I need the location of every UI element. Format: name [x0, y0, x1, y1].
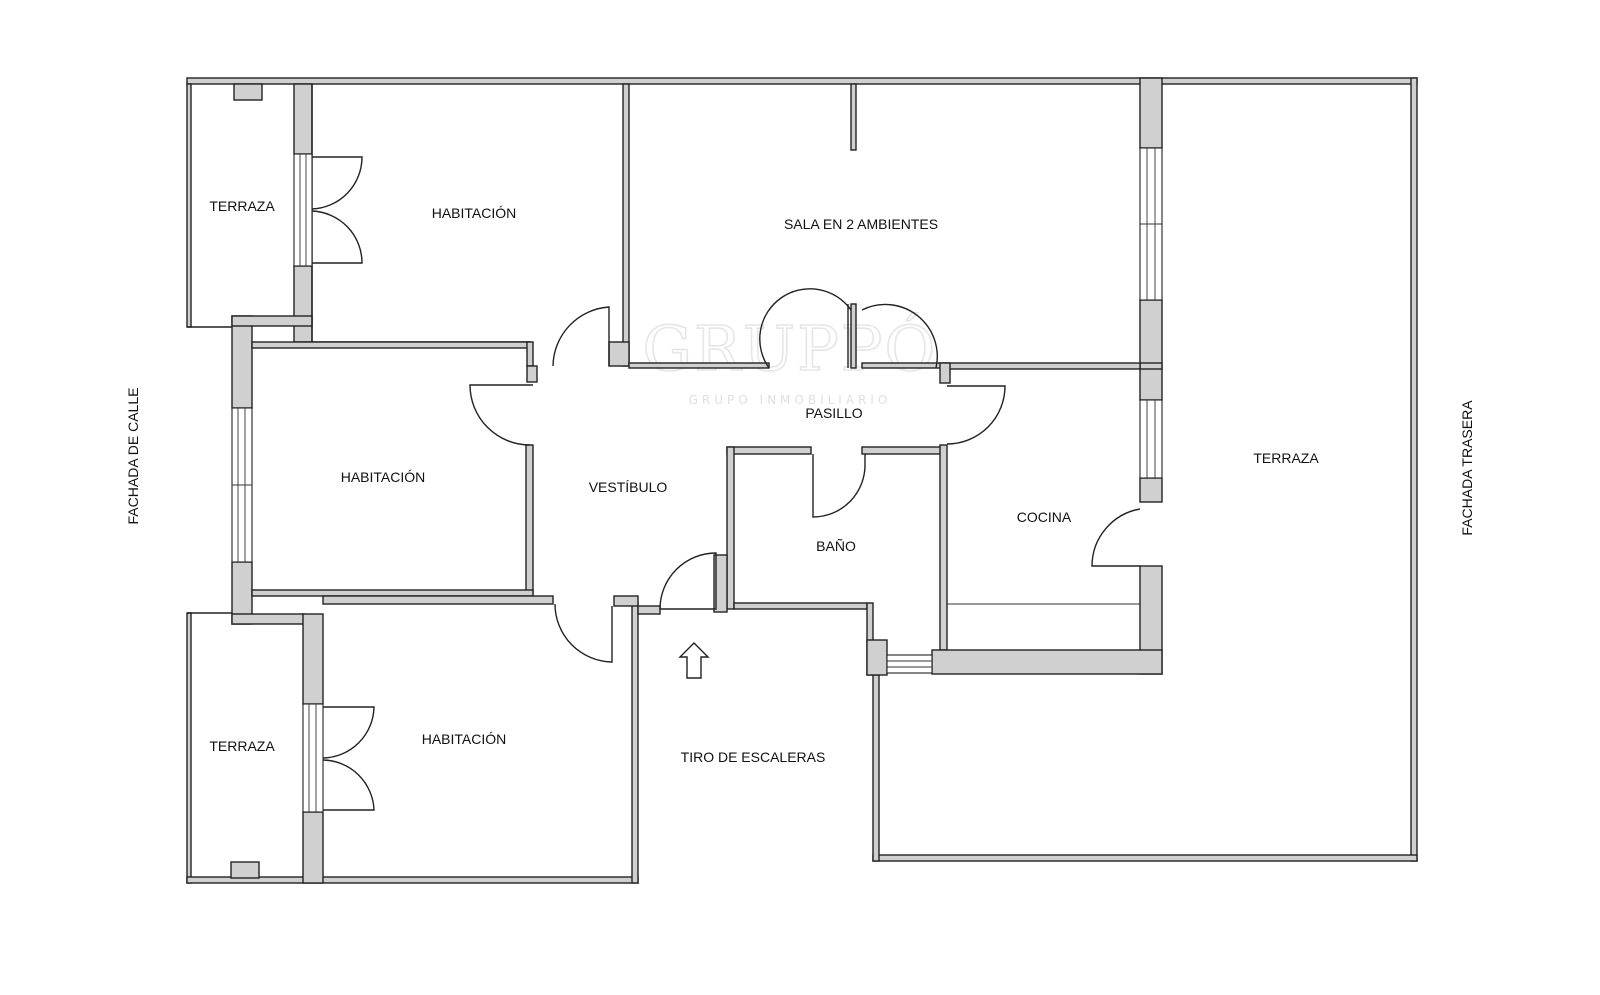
- door-sala-b: [861, 303, 938, 369]
- wall-mid-top-corner: [231, 315, 313, 327]
- wall-bedroom2-right: [525, 444, 534, 594]
- wall-entry-jamb: [713, 554, 728, 613]
- wall-sala-bottom-b: [861, 362, 947, 369]
- wall-entry-left: [637, 605, 661, 615]
- wall-bedroom3-right: [631, 602, 639, 884]
- label-vestibulo: VESTÍBULO: [589, 479, 668, 495]
- door-bedroom1: [552, 306, 610, 367]
- wall-sala-stub: [850, 83, 857, 151]
- door-sala-a: [759, 288, 852, 369]
- wall-mid-bottom-corner: [231, 613, 305, 625]
- door-bano: [812, 454, 866, 518]
- entrance-arrow-icon: [678, 642, 710, 679]
- wall-sala-bottom-a: [628, 362, 770, 369]
- label-tiro-escaleras: TIRO DE ESCALERAS: [681, 749, 826, 765]
- door-terrace-bottom-b: [322, 759, 375, 811]
- door-terrace-top-a: [311, 156, 363, 210]
- wall-door-jamb-b: [608, 341, 630, 367]
- label-pasillo: PASILLO: [805, 405, 862, 421]
- pillar-top: [233, 83, 263, 101]
- door-terrace-bottom-a: [322, 706, 375, 759]
- window-terrace-bottom: [302, 703, 324, 813]
- windows: [231, 147, 1163, 813]
- label-habitacion-mid: HABITACIÓN: [341, 469, 426, 485]
- wall-t1a: [293, 83, 313, 155]
- label-fachada-trasera: FACHADA TRASERA: [1459, 400, 1475, 536]
- wall-bano-top-b: [861, 446, 947, 455]
- wall-bano-left: [726, 446, 735, 610]
- watermark-tagline: GRUPO INMOBILIARIO: [689, 393, 892, 407]
- wall-bedroom1-bottom: [251, 341, 531, 349]
- interior-walls: [231, 77, 1163, 884]
- label-terraza-bottom-left: TERRAZA: [209, 738, 275, 754]
- label-cocina: COCINA: [1017, 509, 1072, 525]
- wall-right: [1410, 77, 1418, 862]
- label-fachada-calle: FACHADA DE CALLE: [125, 388, 141, 525]
- wall-bottom-right: [872, 854, 1418, 862]
- pillar-bottom: [230, 861, 260, 879]
- room-labels: TERRAZA HABITACIÓN SALA EN 2 AMBIENTES H…: [209, 198, 1319, 765]
- wall-t1b: [293, 265, 313, 343]
- window-kitchen: [1139, 399, 1163, 479]
- wall-terraza-left: [872, 674, 880, 862]
- wall-kitchen-top-jamb: [939, 362, 951, 384]
- wall-sala-kitchen-join: [1139, 362, 1163, 370]
- door-entrance: [659, 552, 717, 610]
- wall-sala-right-b: [1139, 299, 1163, 401]
- label-terraza-right: TERRAZA: [1253, 450, 1319, 466]
- wall-bano-right: [939, 444, 948, 651]
- window-bano: [886, 654, 933, 674]
- wall-left-top-terrace: [186, 83, 192, 328]
- window-terrace-top: [293, 153, 313, 267]
- wall-bano-corner: [866, 639, 888, 676]
- watermark: GRUPPÓ GRUPO INMOBILIARIO: [642, 311, 938, 407]
- wall-bedroom3-top: [322, 595, 554, 605]
- label-bano: BAÑO: [816, 538, 856, 554]
- wall-bedroom2-bottom: [251, 589, 534, 597]
- door-kitchen: [946, 385, 1006, 445]
- wall-sala-right-a: [1139, 77, 1163, 149]
- wall-left-bottom-terrace: [186, 612, 192, 884]
- terrace-elements: [187, 83, 263, 879]
- wall-bano-bottom: [733, 602, 868, 610]
- watermark-brand: GRUPPÓ: [643, 312, 938, 385]
- door-bedroom3: [554, 603, 613, 663]
- label-sala: SALA EN 2 AMBIENTES: [784, 216, 938, 232]
- wall-door-jamb-a: [526, 341, 534, 367]
- wall-mid-a: [231, 315, 253, 409]
- door-terrace-top-b: [311, 210, 363, 264]
- doors: [311, 156, 1141, 811]
- wall-b1b: [302, 811, 324, 884]
- wall-bano-top-a: [726, 446, 812, 455]
- label-terraza-top-left: TERRAZA: [209, 198, 275, 214]
- label-habitacion-top: HABITACIÓN: [432, 205, 517, 221]
- door-kitchen-terrace: [1091, 508, 1141, 567]
- wall-kitchen-bottom: [931, 649, 1163, 675]
- wall-top: [186, 77, 1418, 85]
- wall-kitchen-right-a: [1139, 477, 1163, 503]
- wall-sala-stub-b: [850, 303, 857, 369]
- wall-bedroom3-top-b: [613, 595, 639, 607]
- wall-jamb-small: [526, 365, 538, 383]
- wall-kitchen-top: [945, 362, 1141, 370]
- door-bedroom2: [469, 384, 533, 446]
- label-habitacion-bottom: HABITACIÓN: [422, 731, 507, 747]
- wall-bedroom1-right: [622, 83, 630, 367]
- wall-b1a: [302, 613, 324, 705]
